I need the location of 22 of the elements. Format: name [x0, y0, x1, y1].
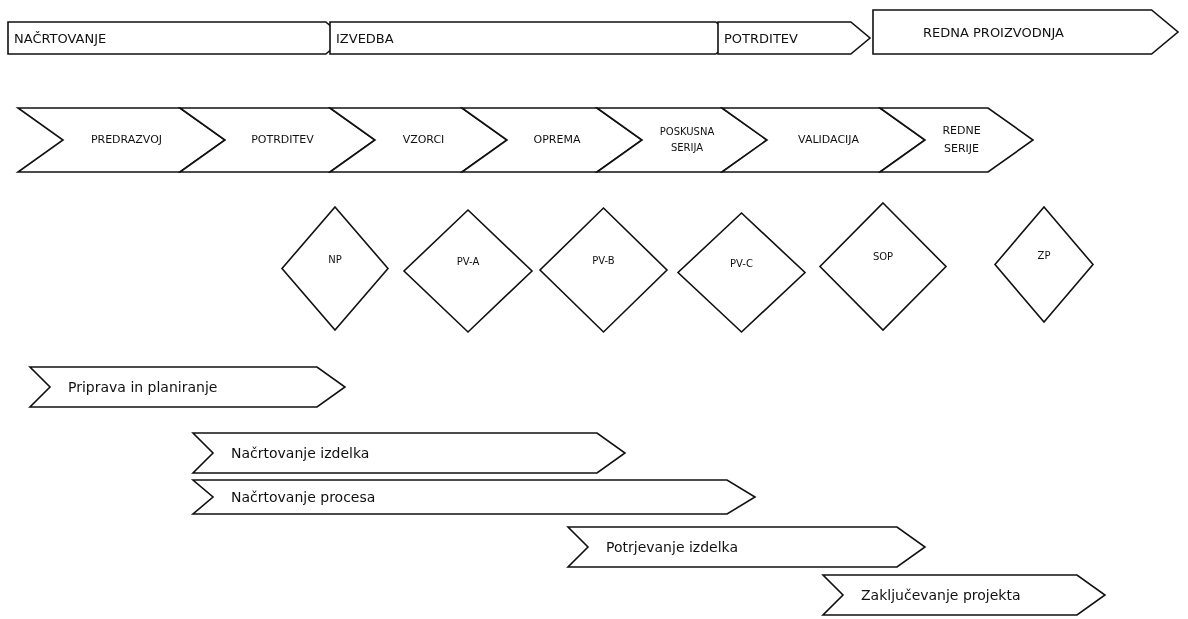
milestone-label: NP — [328, 253, 342, 265]
stage-label: POTRDITEV — [724, 30, 798, 46]
stage-label: IZVEDBA — [336, 30, 394, 46]
phase-label: PREDRAZVOJ — [90, 132, 163, 149]
milestone-label: SOP — [872, 250, 894, 262]
task-label: Zaključevanje projekta — [861, 587, 1021, 603]
phase-label: VALIDACIJA — [797, 132, 860, 149]
phase-label: OPREMA — [532, 132, 582, 149]
task-label: Potrjevanje izdelka — [606, 539, 738, 555]
phase-label: REDNE SERIJE — [941, 123, 982, 157]
task-label: Načrtovanje procesa — [231, 489, 376, 505]
milestone-label: PV-A — [456, 255, 480, 267]
stage-label: REDNA PROIZVODNJA — [923, 24, 1064, 40]
task-label: Načrtovanje izdelka — [231, 445, 370, 461]
task-label: Priprava in planiranje — [68, 379, 218, 395]
milestone-label: PV-C — [730, 257, 753, 269]
milestone-label: PV-B — [592, 254, 615, 266]
phase-label: POSKUSNA SERIJA — [658, 125, 716, 155]
phase-label: POTRDITEV — [250, 132, 315, 149]
stage-label: NAČRTOVANJE — [14, 30, 107, 46]
milestone-label: ZP — [1037, 249, 1051, 261]
phase-label: VZORCI — [401, 132, 446, 149]
